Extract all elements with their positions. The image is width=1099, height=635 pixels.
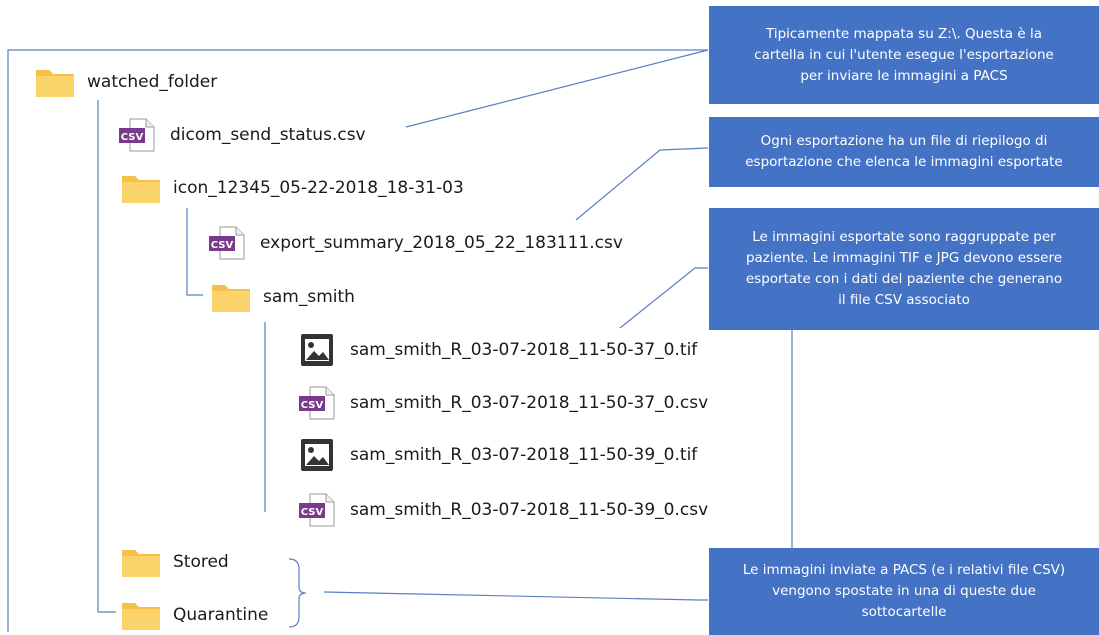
tree-line-export: [186, 208, 203, 296]
tree-node-export-summary[interactable]: CSV export_summary_2018_05_22_183111.csv: [208, 226, 623, 260]
tree-node-quarantine[interactable]: Quarantine: [121, 598, 268, 632]
image-file-icon: [298, 333, 338, 367]
group-bracket: [288, 558, 307, 628]
callout-line: il file CSV associato: [838, 292, 970, 308]
image-file-icon: [298, 438, 338, 472]
tree-node-file[interactable]: CSV sam_smith_R_03-07-2018_11-50-39_0.cs…: [298, 493, 708, 527]
csv-file-icon: CSV: [119, 118, 158, 152]
folder-icon: [121, 598, 161, 632]
tree-node-label: sam_smith_R_03-07-2018_11-50-37_0.csv: [350, 393, 709, 413]
connector-callout-4: [323, 591, 708, 601]
svg-text:CSV: CSV: [121, 132, 144, 143]
tree-node-root[interactable]: watched_folder: [35, 65, 217, 99]
callout-line: Ogni esportazione ha un file di riepilog…: [760, 133, 1048, 149]
tree-node-file[interactable]: sam_smith_R_03-07-2018_11-50-37_0.tif: [298, 333, 697, 367]
svg-text:CSV: CSV: [211, 240, 234, 251]
tree-node-label: sam_smith: [263, 287, 355, 307]
connector-callout-2: [575, 147, 709, 221]
connector-callout-1: [405, 49, 709, 128]
tree-node-label: watched_folder: [87, 72, 218, 92]
tree-node-label: icon_12345_05-22-2018_18-31-03: [173, 178, 464, 198]
tree-node-file[interactable]: CSV sam_smith_R_03-07-2018_11-50-37_0.cs…: [298, 386, 708, 420]
callout-line: Le immagini inviate a PACS (e i relativi…: [742, 562, 1066, 578]
folder-icon: [121, 545, 161, 579]
tree-node-stored[interactable]: Stored: [121, 545, 229, 579]
csv-file-icon: CSV: [299, 493, 338, 527]
callout-line: paziente. Le immagini TIF e JPG devono e…: [745, 250, 1063, 266]
connector-callout-3: [619, 267, 708, 329]
tree-node-label: sam_smith_R_03-07-2018_11-50-37_0.tif: [350, 340, 698, 360]
tree-node-label: sam_smith_R_03-07-2018_11-50-39_0.csv: [350, 500, 709, 520]
callout-watched-folder: Tipicamente mappata su Z:\. Questa è la …: [709, 6, 1099, 104]
callout-line: sottocartelle: [861, 604, 947, 620]
tree-node-label: Quarantine: [173, 605, 269, 625]
svg-text:CSV: CSV: [301, 507, 324, 518]
tree-node-export-folder[interactable]: icon_12345_05-22-2018_18-31-03: [121, 171, 464, 205]
callout-line: Le immagini esportate sono raggruppate p…: [752, 229, 1056, 245]
tree-node-label: Stored: [173, 552, 229, 572]
callout-line: Tipicamente mappata su Z:\. Questa è la: [765, 25, 1042, 42]
callout-patient-grouping: Le immagini esportate sono raggruppate p…: [709, 208, 1099, 330]
callout-line: esportazione che elenca le immagini espo…: [745, 154, 1063, 170]
callout-sent-images: Le immagini inviate a PACS (e i relativi…: [709, 548, 1099, 635]
callout-line: per inviare le immagini a PACS: [800, 67, 1008, 84]
tree-node-label: export_summary_2018_05_22_183111.csv: [260, 233, 623, 253]
folder-icon: [35, 65, 75, 99]
tree-node-label: sam_smith_R_03-07-2018_11-50-39_0.tif: [350, 445, 698, 465]
callout-line: esportate con i dati del paziente che ge…: [745, 271, 1063, 287]
tree-node-label: dicom_send_status.csv: [170, 125, 366, 145]
csv-file-icon: CSV: [209, 226, 248, 260]
folder-icon: [211, 280, 251, 314]
callout-line: vengono spostate in una di queste due: [772, 583, 1036, 599]
folder-icon: [121, 171, 161, 205]
callout-line: cartella in cui l'utente esegue l'esport…: [754, 46, 1054, 63]
frame-border-line: [7, 49, 708, 632]
csv-file-icon: CSV: [299, 386, 338, 420]
callout-export-summary: Ogni esportazione ha un file di riepilog…: [709, 117, 1099, 187]
tree-node-patient-folder[interactable]: sam_smith: [211, 280, 355, 314]
svg-text:CSV: CSV: [301, 400, 324, 411]
tree-node-dicom-status[interactable]: CSV dicom_send_status.csv: [118, 118, 366, 152]
tree-node-file[interactable]: sam_smith_R_03-07-2018_11-50-39_0.tif: [298, 438, 697, 472]
